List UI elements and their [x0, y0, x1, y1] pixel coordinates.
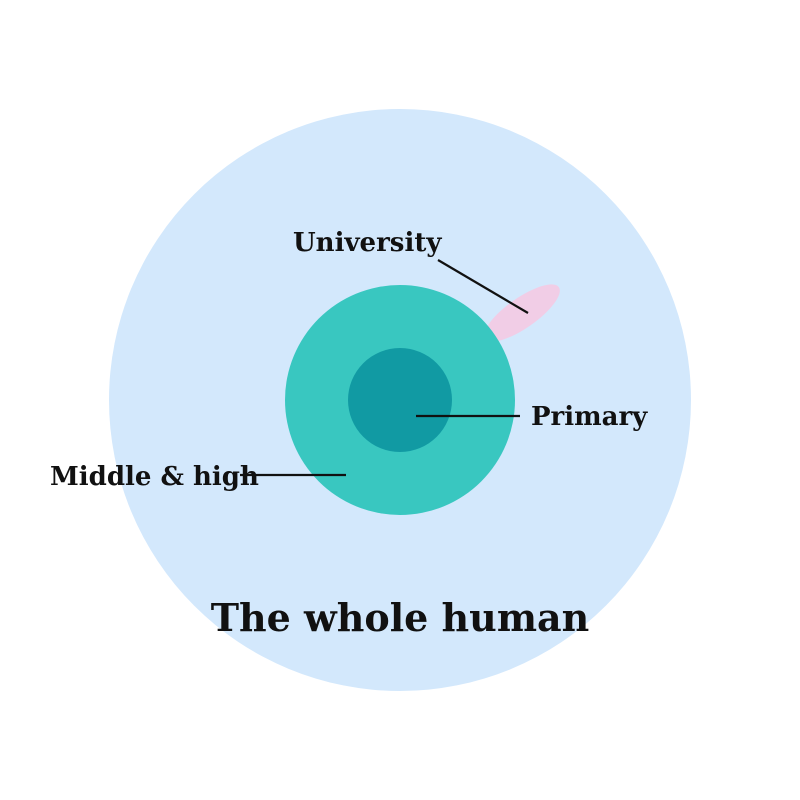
university-label: University — [293, 228, 442, 258]
university-ellipse — [484, 284, 560, 342]
primary-label: Primary — [531, 402, 648, 432]
primary-circle — [348, 348, 452, 452]
middle-high-label: Middle & high — [50, 462, 259, 492]
whole-human-label: The whole human — [211, 595, 590, 640]
university-leader-line — [437, 259, 529, 314]
